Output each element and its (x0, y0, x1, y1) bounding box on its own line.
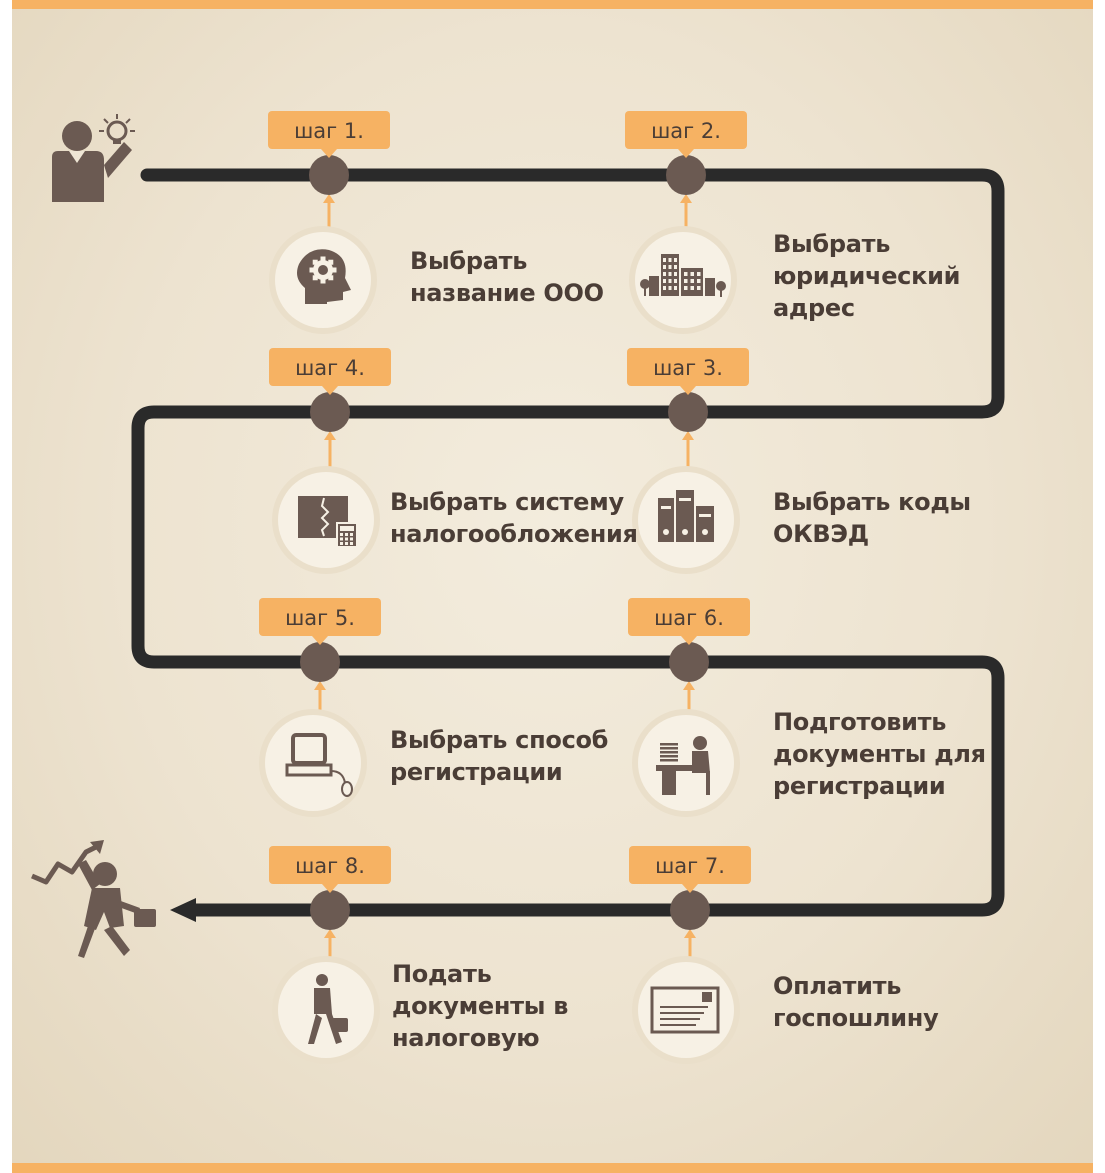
step-1-node (309, 155, 349, 195)
step-5-badge: шаг 5. (259, 598, 381, 645)
step-1-badge: шаг 1. (268, 111, 390, 158)
head-gear-icon (269, 226, 377, 334)
step-7-badge: шаг 7. (629, 846, 751, 893)
computer-icon (259, 709, 367, 817)
step-3-badge: шаг 3. (627, 348, 749, 395)
path-arrowhead (170, 898, 196, 922)
office-worker-icon (632, 709, 740, 817)
step-badges: шаг 1. шаг 2. шаг 3. шаг 4. шаг 5. шаг 6. шаг … (259, 111, 751, 893)
step-2-badge-text: шаг 2. (651, 119, 721, 143)
top-accent-bar (0, 0, 1105, 9)
step-6-connector-arrow (683, 681, 695, 690)
step-5-label: Выбрать способ регистрации (390, 726, 609, 786)
walking-man-icon (272, 956, 380, 1064)
ledger-calculator-icon (272, 466, 380, 574)
step-7-connector-arrow (684, 929, 696, 938)
step-7-node (670, 890, 710, 930)
buildings-icon (629, 226, 737, 334)
step-4-badge-text: шаг 4. (295, 356, 365, 380)
step-3-label: Выбрать коды ОКВЭД (773, 488, 971, 548)
step-2-label: Выбрать юридический адрес (773, 230, 961, 322)
step-4-node (310, 392, 350, 432)
step-4-connector-arrow (324, 431, 336, 440)
step-8-node (310, 890, 350, 930)
step-4-badge: шаг 4. (269, 348, 391, 395)
step-2-badge: шаг 2. (625, 111, 747, 158)
step-3-badge-text: шаг 3. (653, 356, 723, 380)
step-6-badge: шаг 6. (628, 598, 750, 645)
step-8-badge: шаг 8. (269, 846, 391, 893)
right-margin (1093, 0, 1105, 1173)
step-6-label: Подготовить документы для регистрации (773, 708, 986, 800)
step-4-label: Выбрать систему налогообложения (390, 488, 638, 548)
businessman-success-icon (31, 840, 156, 958)
step-8-badge-text: шаг 8. (295, 854, 365, 878)
step-1-badge-text: шаг 1. (294, 119, 364, 143)
step-8-connector-arrow (324, 929, 336, 938)
process-path (131, 168, 1005, 917)
step-6-node (669, 642, 709, 682)
envelope-icon (632, 956, 740, 1064)
step-7-badge-text: шаг 7. (655, 854, 725, 878)
step-5-connector-arrow (314, 681, 326, 690)
step-3-connector-arrow (682, 431, 694, 440)
left-margin (0, 0, 12, 1173)
step-nodes (300, 155, 710, 930)
step-3-node (668, 392, 708, 432)
step-8-label: Подать документы в налоговую (392, 960, 569, 1052)
step-6-badge-text: шаг 6. (654, 606, 724, 630)
step-5-badge-text: шаг 5. (285, 606, 355, 630)
step-1-label: Выбрать название ООО (410, 247, 604, 307)
step-5-node (300, 642, 340, 682)
binders-icon (632, 466, 740, 574)
step-icon-circles (259, 226, 740, 1064)
step-1-connector-arrow (323, 194, 335, 203)
bottom-accent-bar (0, 1163, 1105, 1173)
step-7-label: Оплатить госпошлину (773, 972, 939, 1032)
step-2-connector-arrow (680, 194, 692, 203)
step-2-node (666, 155, 706, 195)
businessman-idea-icon (52, 114, 135, 202)
